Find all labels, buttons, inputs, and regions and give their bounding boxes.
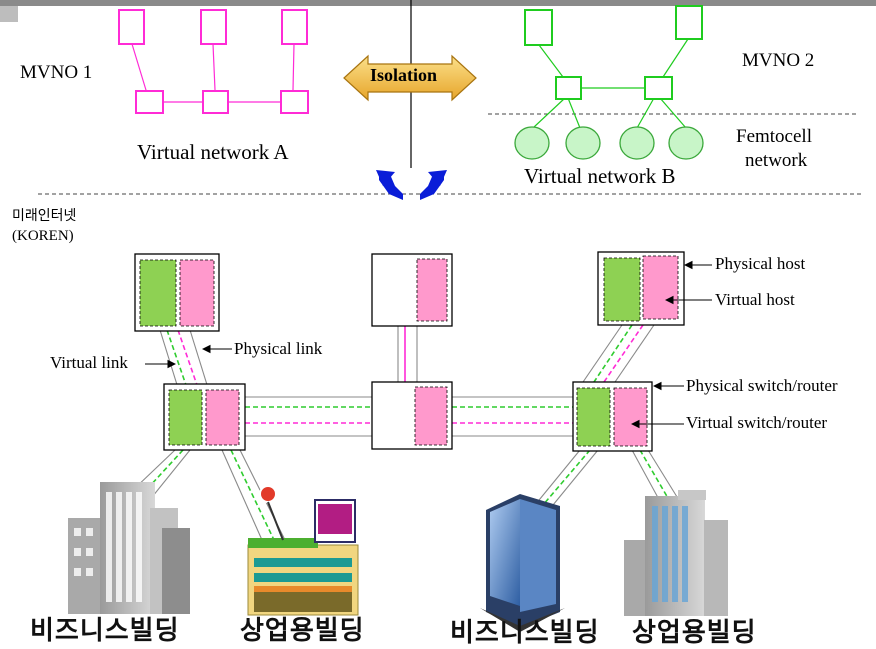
physical-switch-label: Physical switch/router xyxy=(686,376,838,395)
virtual-host-label: Virtual host xyxy=(715,290,795,309)
mapping-arrow-icon xyxy=(379,172,444,232)
virtual-network-a xyxy=(118,9,309,114)
switch-router-1 xyxy=(163,383,246,451)
virtual-network-a-label: Virtual network A xyxy=(137,140,289,164)
future-internet-label: 미래인터넷 xyxy=(12,208,77,224)
koren-label: (KOREN) xyxy=(12,228,74,244)
virtual-network-b-label: Virtual network B xyxy=(524,164,676,188)
femtocell-nodes xyxy=(514,126,704,160)
commercial-building-2-icon xyxy=(624,490,728,616)
femtocell-network-label: network xyxy=(745,150,808,171)
switch-router-2 xyxy=(371,381,453,450)
virtual-links xyxy=(125,324,673,541)
femtocell-label: Femtocell xyxy=(736,126,812,147)
physical-host-label: Physical host xyxy=(715,254,806,273)
office-building-2-icon xyxy=(480,494,565,632)
building-label-3: 비즈니스빌딩 xyxy=(450,618,600,648)
mvno2-label: MVNO 2 xyxy=(742,50,815,71)
isolation-arrow xyxy=(343,54,477,102)
virtual-network-b xyxy=(524,5,703,129)
building-label-4: 상업용빌딩 xyxy=(632,618,757,648)
building-label-1: 비즈니스빌딩 xyxy=(30,616,180,646)
label-pointers xyxy=(145,260,712,429)
commercial-building-1-icon xyxy=(247,485,359,616)
switch-router-3 xyxy=(572,381,653,452)
mvno1-label: MVNO 1 xyxy=(20,62,93,83)
top-bar xyxy=(0,0,876,6)
office-building-1-icon xyxy=(68,482,190,614)
physical-host-2 xyxy=(371,253,453,327)
isolation-label: Isolation xyxy=(370,65,438,85)
virtual-link-label: Virtual link xyxy=(50,353,128,372)
virtual-switch-label: Virtual switch/router xyxy=(686,413,828,432)
building-label-2: 상업용빌딩 xyxy=(240,616,365,646)
physical-host-1 xyxy=(134,253,220,332)
physical-host-3 xyxy=(597,251,685,326)
physical-link-label: Physical link xyxy=(234,339,323,358)
